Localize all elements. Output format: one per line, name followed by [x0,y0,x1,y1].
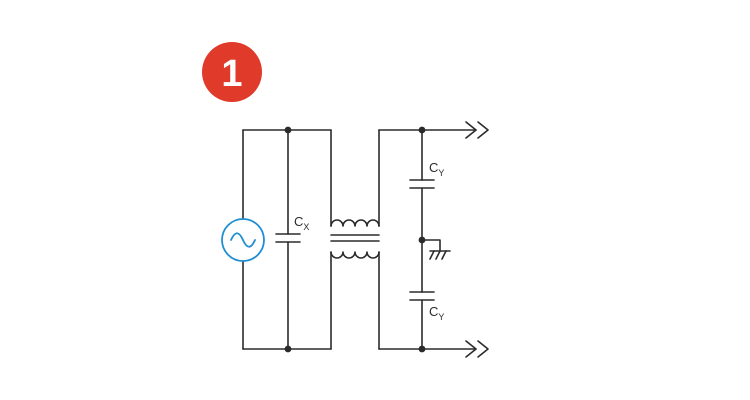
cx-label-main: C [294,214,303,229]
output-terminal-arrow-icon [465,340,489,358]
cy-bottom-label-sub: Y [438,312,444,322]
step-badge-circle [202,42,262,102]
source-loop-wires [242,129,332,350]
choke-top-coil [330,219,380,227]
output-terminal-arrow-icon [465,121,489,139]
cy-bottom-node [418,345,426,353]
capacitor-y-bottom: CY [409,239,444,353]
ground-hatch-1 [429,250,435,260]
ac-sine-wave [230,232,256,248]
step-badge: 1 [202,42,262,102]
ac-voltage-source-icon [221,218,265,262]
cy-bottom-label-main: C [429,304,438,319]
common-mode-choke-icon [330,129,380,350]
cy-bottom-label: CY [429,304,444,322]
cx-node-top [284,126,292,134]
ac-source-circle [221,218,265,262]
output-top-chevron-1 [465,121,477,139]
cx-label-sub: X [303,222,309,232]
cy-top-label-sub: Y [438,168,444,178]
output-top-chevron-2 [477,121,489,139]
cy-top-label-main: C [429,160,438,175]
choke-bottom-coil [330,251,380,259]
output-bottom-chevron-2 [477,340,489,358]
output-bus-wires [378,129,477,350]
cy-top-label: CY [429,160,444,178]
chassis-ground-icon [418,236,451,260]
capacitor-x: CX [275,126,309,353]
cy-top-node [418,126,426,134]
ground-hatch-3 [441,250,447,260]
ground-stub [421,239,441,252]
output-bottom-chevron-1 [465,340,477,358]
ground-hatch-2 [435,250,441,260]
step-badge-number: 1 [221,53,242,95]
cx-node-bottom [284,345,292,353]
capacitor-y-top: CY [409,126,444,241]
cx-label: CX [294,214,309,232]
